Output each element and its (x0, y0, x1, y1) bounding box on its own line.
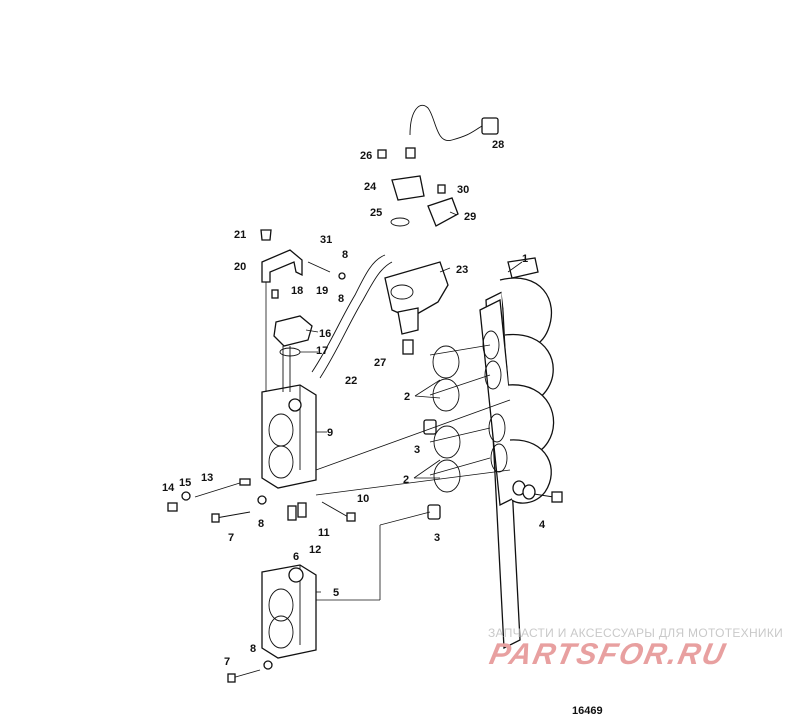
callout-4: 4 (539, 519, 546, 531)
watermark-brand: PARTSFOR.RU (486, 638, 730, 671)
manifold-bolt (512, 480, 563, 503)
fasteners (211, 495, 356, 683)
callout-19: 19 (316, 285, 328, 297)
linkage-rod (167, 478, 251, 512)
callout-3: 3 (414, 444, 420, 456)
callout-1: 1 (522, 253, 528, 265)
callout-13: 13 (201, 472, 213, 484)
callout-8: 8 (258, 518, 264, 530)
gasket-rings (432, 345, 461, 493)
assembly-lines (265, 282, 511, 601)
callout-14: 14 (162, 482, 175, 494)
callout-25: 25 (370, 207, 382, 219)
callout-21: 21 (234, 229, 246, 241)
callout-8: 8 (342, 249, 348, 261)
callout-22: 22 (345, 375, 357, 387)
callout-20: 20 (234, 261, 246, 273)
callout-26: 26 (360, 150, 372, 162)
callout-6: 6 (293, 551, 299, 563)
hose (311, 254, 393, 379)
sensor-assembly (384, 175, 459, 355)
callout-27: 27 (374, 357, 386, 369)
throttle-body-upper (261, 384, 317, 489)
callout-16: 16 (319, 328, 331, 340)
callout-30: 30 (457, 184, 469, 196)
callout-8: 8 (250, 643, 256, 655)
callout-8: 8 (338, 293, 344, 305)
callout-15: 15 (179, 477, 191, 489)
throttle-body-lower (261, 564, 317, 659)
watermark-tagline: ЗАПЧАСТИ И АКСЕССУАРЫ ДЛЯ МОТОТЕХНИКИ (488, 626, 784, 640)
callout-labels: 1 2 2 3 3 4 5 6 7 7 8 8 8 8 9 10 11 12 1… (162, 139, 546, 668)
throttle-position-sensor (273, 315, 313, 392)
callout-10: 10 (357, 493, 369, 505)
callout-29: 29 (464, 211, 476, 223)
callout-5: 5 (333, 587, 339, 599)
callout-24: 24 (364, 181, 377, 193)
callout-2: 2 (404, 391, 410, 403)
callout-23: 23 (456, 264, 468, 276)
leader-lines (300, 211, 523, 593)
callout-7: 7 (228, 532, 234, 544)
callout-9: 9 (327, 427, 333, 439)
figure-number: 16469 (572, 705, 603, 717)
callout-17: 17 (316, 345, 328, 357)
wiring-harness (377, 104, 499, 159)
intake-manifold (479, 257, 555, 650)
callout-12: 12 (309, 544, 321, 556)
callout-7: 7 (224, 656, 230, 668)
callout-2: 2 (403, 474, 409, 486)
callout-28: 28 (492, 139, 504, 151)
callout-11: 11 (318, 527, 330, 539)
bracket (260, 229, 346, 299)
callout-3: 3 (434, 532, 440, 544)
callout-31: 31 (320, 234, 332, 246)
callout-18: 18 (291, 285, 303, 297)
